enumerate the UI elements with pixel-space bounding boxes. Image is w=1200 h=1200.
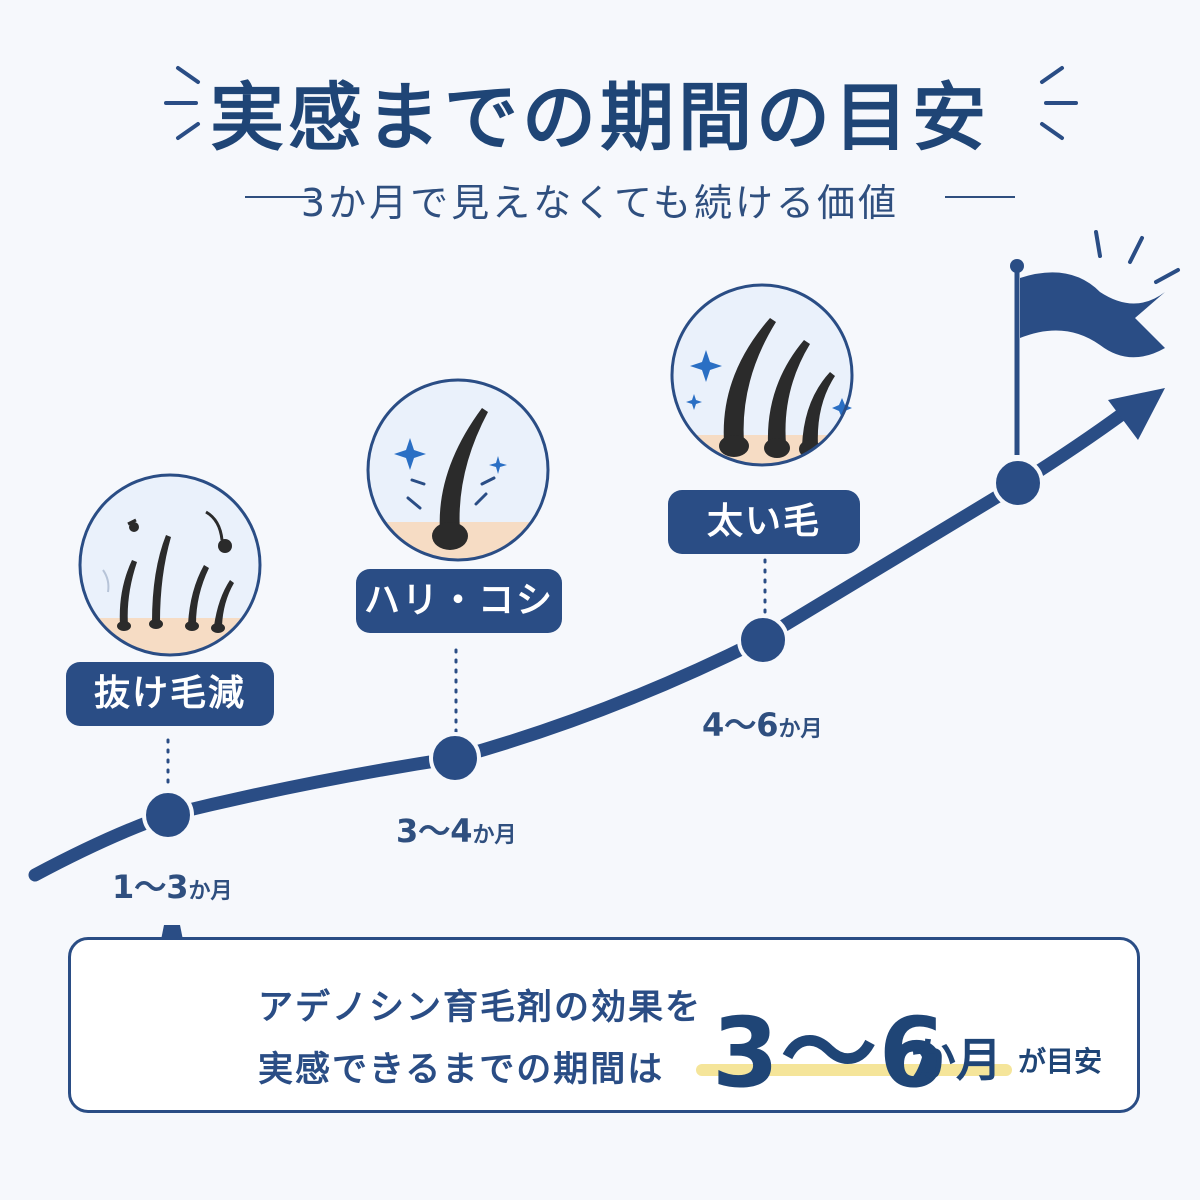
flag-sparkle-icon: [1094, 230, 1180, 284]
subtitle-left-rule: [245, 196, 315, 198]
stage-period-1: 1〜3か月: [112, 868, 233, 906]
summary-highlight-number: 3〜6: [712, 997, 948, 1109]
summary-box: [68, 937, 1140, 1113]
timeline-node-2: [429, 732, 481, 784]
summary-text: アデノシン育毛剤の効果を 実感できるまでの期間は: [258, 977, 702, 1101]
timeline-node-1: [142, 789, 194, 841]
stage-label-1: 抜け毛減: [66, 662, 274, 726]
subtitle-right-rule: [945, 196, 1015, 198]
stage-label-3: 太い毛: [668, 490, 860, 554]
highlight-underline: [696, 1064, 1012, 1076]
summary-suffix: が目安: [1018, 1045, 1103, 1078]
summary-line-2: 実感できるまでの期間は: [258, 1050, 665, 1090]
title-sparkle-right-icon: [1040, 66, 1078, 140]
goal-flag-icon: [1010, 259, 1165, 455]
firm-hair-illustration-icon: [366, 378, 550, 562]
thick-hair-illustration-icon: [670, 283, 854, 467]
summary-highlight-unit: か月: [910, 1033, 1002, 1087]
summary-line-1: アデノシン育毛剤の効果を: [258, 988, 703, 1028]
title-sparkle-left-icon: [164, 66, 200, 140]
page-title: 実感までの期間の目安: [210, 75, 990, 161]
timeline-node-3: [737, 614, 789, 666]
curve-arrowhead-icon: [1108, 388, 1165, 440]
stage-label-2: ハリ・コシ: [356, 569, 562, 633]
hair-loss-illustration-icon: [78, 473, 262, 657]
page-subtitle: 3か月で見えなくても続ける価値: [300, 181, 900, 225]
stage-period-3: 4〜6か月: [702, 706, 823, 744]
stage-period-2: 3〜4か月: [396, 812, 517, 850]
timeline-node-goal: [992, 457, 1044, 509]
